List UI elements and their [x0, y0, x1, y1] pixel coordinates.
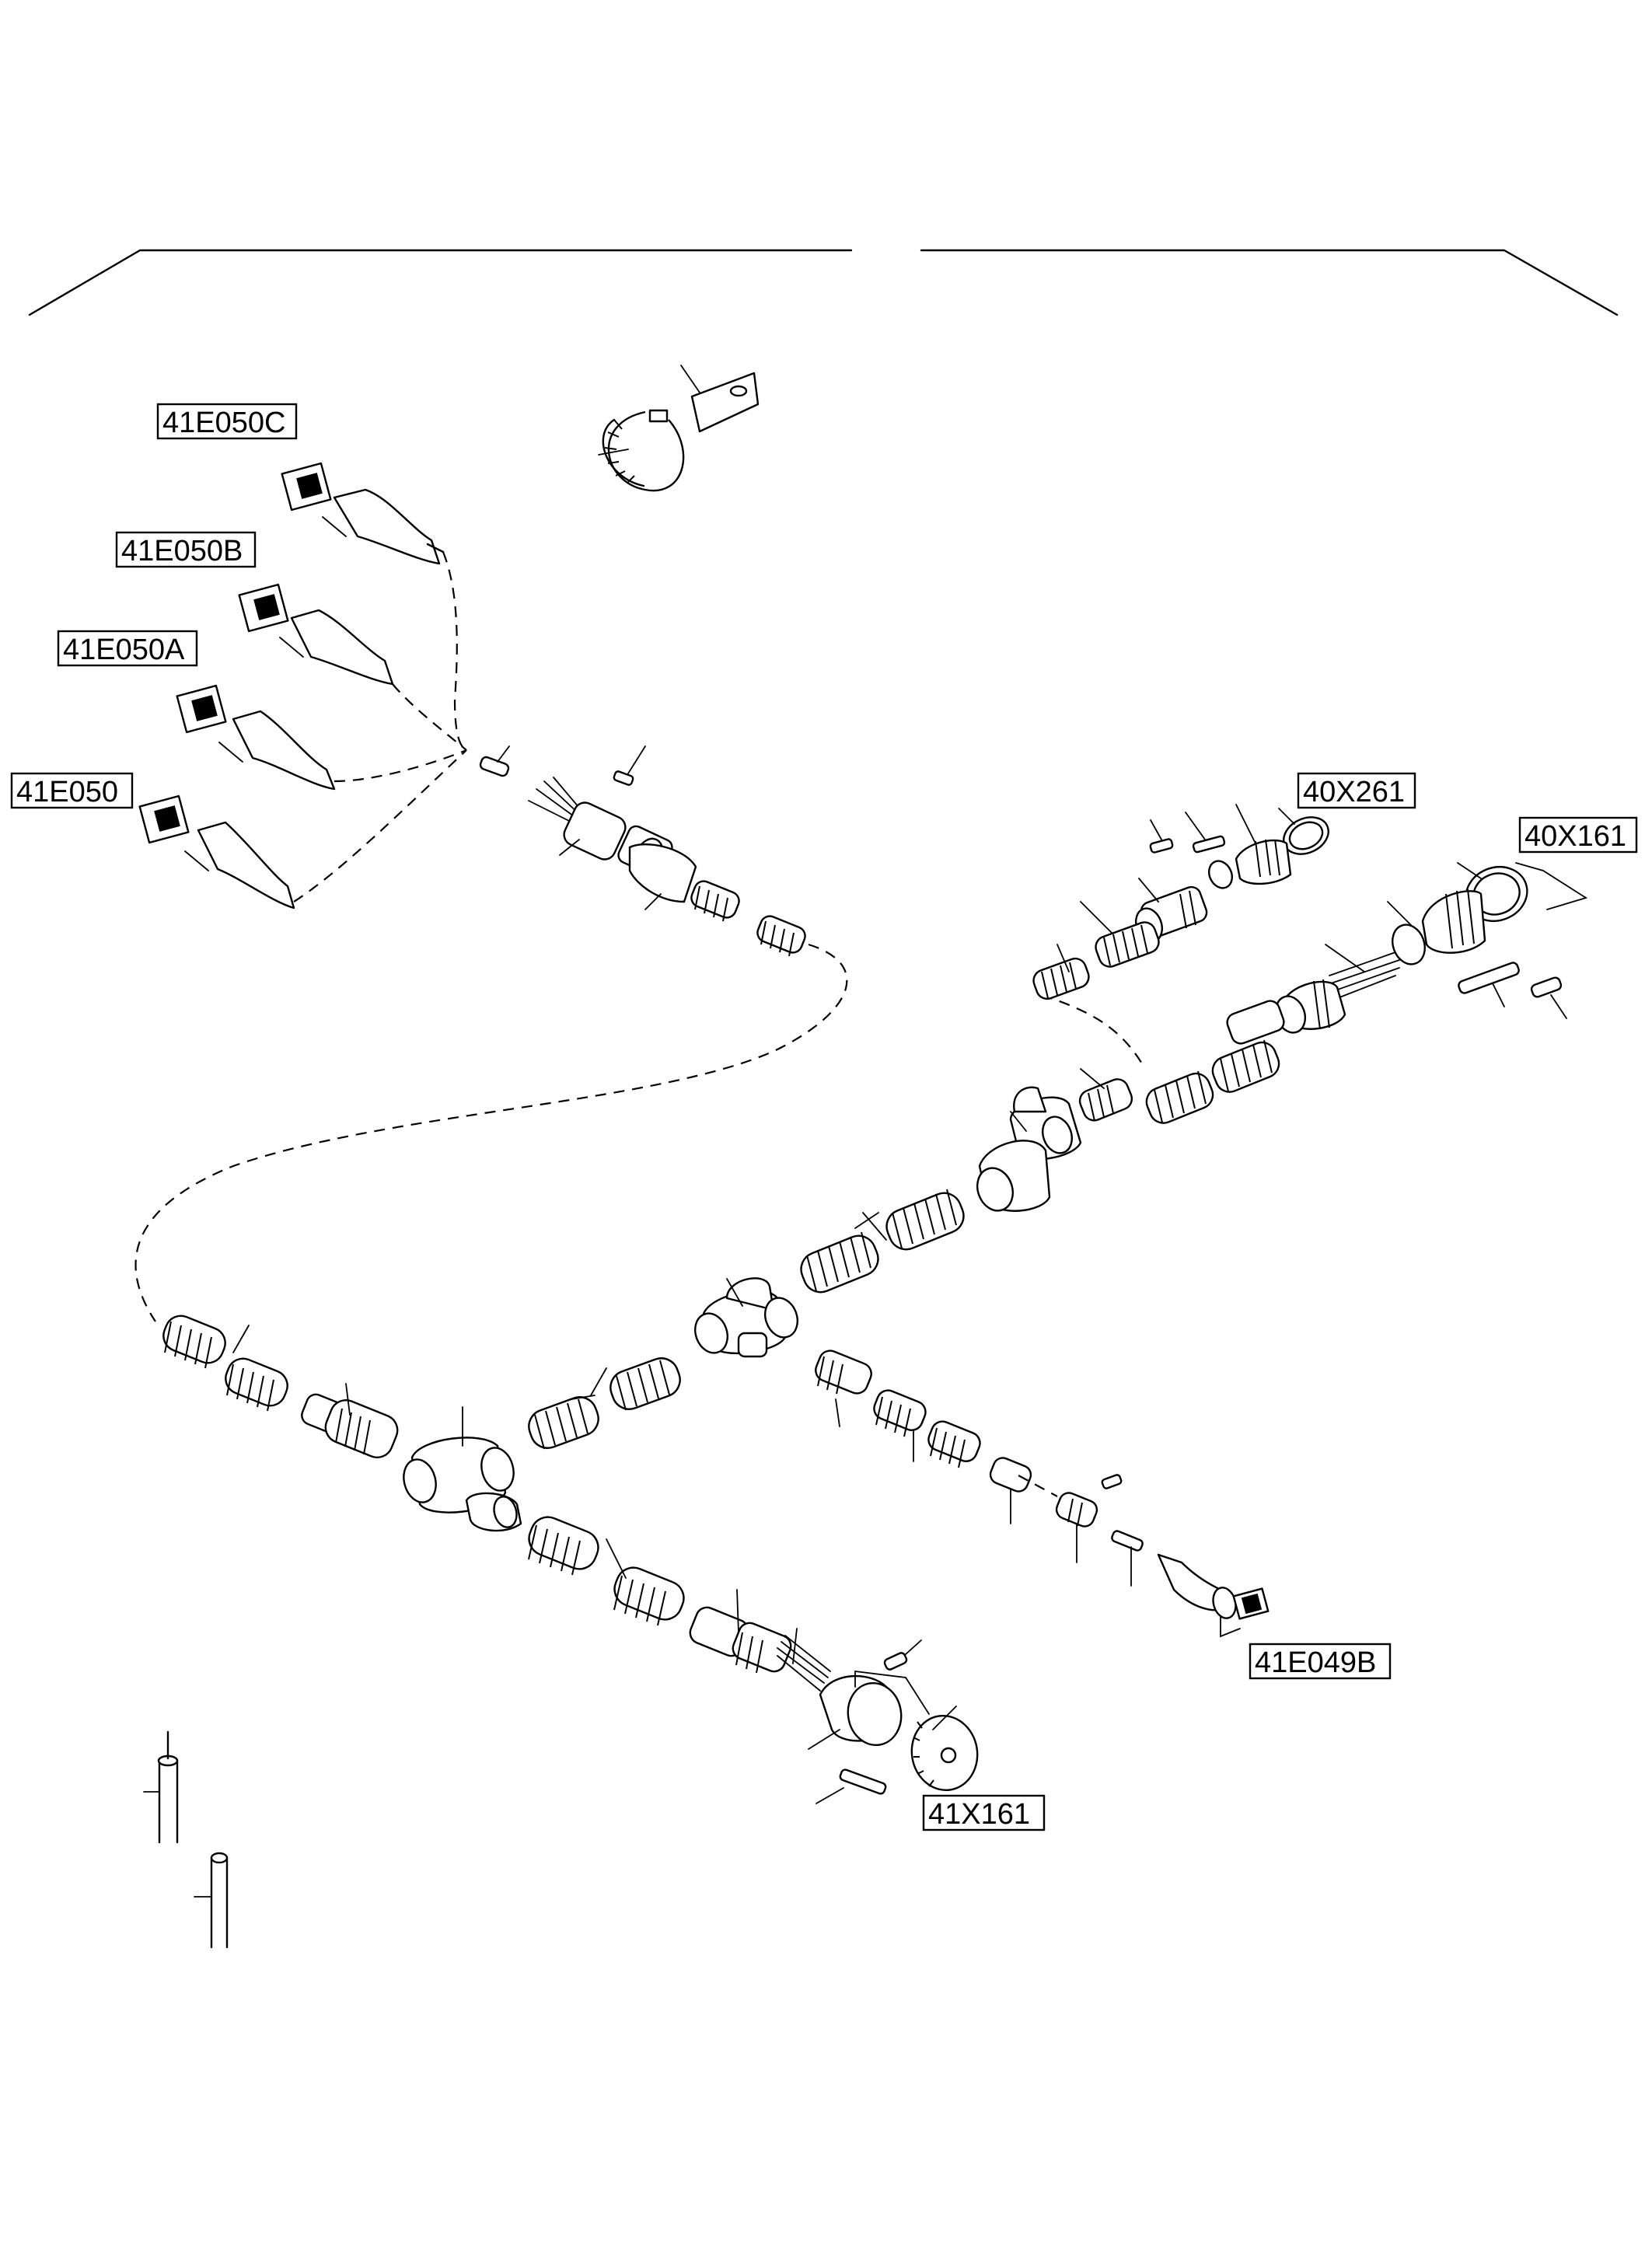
connector-housing-lower-left [301, 1383, 399, 1458]
sensor-connector-41E050 [138, 794, 295, 910]
label-41E050A: 41E050A [57, 630, 198, 667]
corrugated-tube-upper-right [1032, 901, 1160, 1000]
svg-text:41E050B: 41E050B [121, 535, 243, 567]
label-41E050C: 41E050C [156, 403, 298, 440]
sensor-connector-41E050C [281, 462, 445, 565]
connector-housing-41X161 [689, 1589, 831, 1692]
connector-housing-upper-left [559, 801, 697, 910]
svg-text:41X161: 41X161 [928, 1798, 1030, 1831]
label-41X161: 41X161 [922, 1794, 1046, 1831]
cable-tie-icon [598, 365, 760, 492]
label-40X261: 40X261 [1297, 772, 1416, 809]
t-junction-lower [403, 1406, 522, 1532]
label-41E050: 41E050 [10, 772, 134, 809]
sensor-connector-41E050A [176, 684, 336, 791]
label-40X161: 40X161 [1518, 816, 1638, 854]
corrugated-tube-lower-left [162, 1315, 288, 1412]
t-junction-middle [694, 1277, 798, 1358]
label-41E049B: 41E049B [1249, 1643, 1392, 1680]
pins-40X161 [1458, 962, 1567, 1019]
corrugated-tube-lower [528, 1516, 685, 1626]
pin-connectors-top [479, 745, 646, 825]
svg-text:41E050A: 41E050A [63, 634, 185, 666]
frame-lines [28, 249, 1619, 316]
svg-text:41E050: 41E050 [16, 776, 118, 808]
corrugated-tube-right [1078, 1039, 1280, 1124]
svg-text:40X161: 40X161 [1525, 820, 1626, 853]
svg-text:40X261: 40X261 [1303, 776, 1405, 808]
dashed-wires-left [134, 551, 1144, 1322]
loose-tube-pieces [143, 1730, 229, 1949]
connector-housing-40X161 [1226, 979, 1346, 1045]
connector-40X161 [1325, 862, 1588, 1000]
svg-text:41E049B: 41E049B [1255, 1646, 1376, 1679]
t-junction-upper [976, 1086, 1082, 1212]
branch-41E049B [815, 1349, 1270, 1638]
svg-text:41E050C: 41E050C [162, 407, 285, 439]
pins-41X161 [808, 1639, 922, 1804]
sensor-connector-41E050B [238, 583, 394, 686]
corrugated-tube-middle-left [528, 1357, 681, 1450]
connector-40X261 [1208, 804, 1329, 889]
connector-41X161 [819, 1670, 979, 1792]
corrugated-tube-upper-left [690, 880, 806, 957]
pins-upper-right [1149, 812, 1226, 854]
label-41E050B: 41E050B [115, 531, 257, 568]
corrugated-tube-trunk-upper [800, 1189, 965, 1294]
